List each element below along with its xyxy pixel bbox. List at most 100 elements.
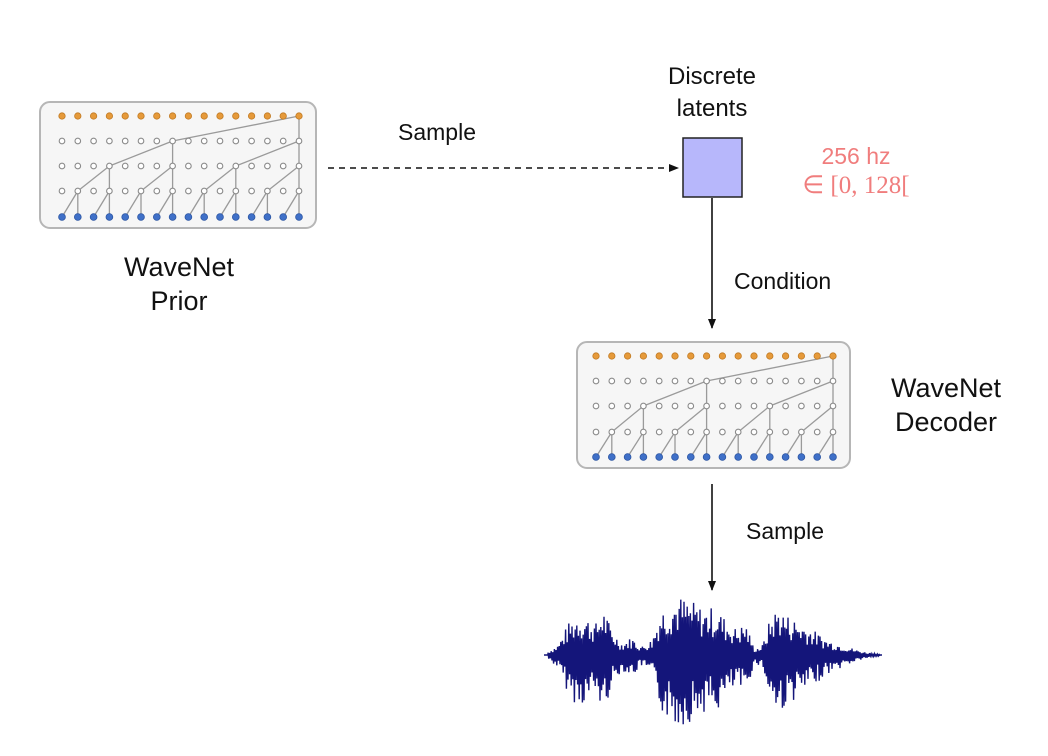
hidden-node — [766, 377, 774, 385]
hidden-node — [264, 162, 271, 170]
hidden-node — [798, 377, 805, 385]
output-node — [813, 352, 821, 360]
output-node — [718, 352, 727, 360]
network-connection — [753, 431, 771, 458]
hidden-node — [608, 377, 616, 385]
input-node — [702, 453, 711, 461]
output-node — [90, 112, 98, 120]
input-node — [295, 213, 303, 221]
hidden-node — [829, 402, 837, 410]
latent-rate-annotation: 256 hz ∈ [0, 128[ — [786, 141, 926, 201]
network-connection — [737, 405, 771, 433]
hidden-node — [734, 402, 742, 410]
hidden-node — [655, 428, 663, 436]
output-node — [702, 352, 711, 360]
output-node — [623, 352, 632, 360]
network-connection — [266, 165, 300, 192]
latent-range: ∈ [0, 128[ — [802, 172, 910, 199]
hidden-node — [74, 137, 82, 145]
input-node — [797, 453, 806, 461]
hidden-node — [813, 377, 821, 385]
latents-label: Discrete latents — [632, 61, 792, 125]
prior-title-line2: Prior — [150, 286, 208, 316]
network-connection — [627, 431, 644, 458]
network-connection — [187, 190, 205, 218]
wavenet-decoder-frame — [576, 341, 851, 469]
output-node — [232, 112, 240, 120]
hidden-node — [750, 377, 758, 385]
hidden-node — [782, 377, 789, 385]
hidden-node — [671, 377, 679, 385]
hidden-node — [295, 187, 303, 195]
hidden-node — [782, 428, 789, 436]
hidden-node — [121, 187, 129, 195]
input-node — [89, 213, 98, 221]
hidden-node — [687, 402, 695, 410]
input-node — [686, 453, 695, 461]
hidden-node — [655, 402, 663, 410]
wavenet-prior-network — [58, 112, 303, 221]
wavenet-decoder-network — [592, 352, 837, 461]
hidden-node — [279, 162, 287, 170]
input-node — [137, 213, 145, 221]
hidden-node — [137, 137, 145, 145]
input-node — [200, 213, 209, 221]
hidden-node — [608, 402, 616, 410]
hidden-node — [121, 137, 129, 145]
hidden-node — [90, 187, 97, 195]
input-node — [623, 453, 632, 461]
output-node — [829, 352, 837, 360]
network-connection — [785, 431, 802, 458]
network-connection — [800, 405, 834, 433]
hidden-node — [782, 402, 789, 410]
network-connection — [611, 405, 644, 433]
output-node — [121, 112, 129, 120]
hidden-node — [200, 137, 208, 145]
hidden-node — [719, 377, 726, 385]
hidden-node — [216, 187, 224, 195]
hidden-node — [106, 162, 113, 170]
output-node — [184, 112, 192, 120]
hidden-node — [264, 137, 271, 145]
network-connection — [721, 431, 739, 458]
input-node — [279, 213, 288, 221]
hidden-node — [295, 137, 303, 145]
edge-label-condition: Condition — [734, 268, 832, 294]
input-node — [829, 453, 837, 461]
latent-rate: 256 hz — [821, 143, 891, 169]
network-connection — [769, 380, 834, 407]
network-connection — [282, 190, 300, 218]
hidden-node — [624, 402, 631, 410]
hidden-node — [74, 187, 82, 195]
hidden-node — [703, 402, 710, 410]
network-connection — [658, 431, 676, 458]
edge-label-sample-2: Sample — [746, 518, 824, 544]
input-node — [121, 213, 129, 221]
prior-title: WaveNet Prior — [99, 250, 259, 318]
latents-label-line2: latents — [676, 95, 748, 122]
output-node — [655, 352, 663, 360]
hidden-node — [703, 428, 710, 436]
input-node — [105, 213, 114, 221]
input-node — [671, 453, 679, 461]
hidden-node — [798, 428, 805, 436]
output-node — [671, 352, 679, 360]
input-node — [718, 453, 727, 461]
hidden-node — [169, 162, 176, 170]
output-node — [105, 112, 114, 120]
wavenet-prior-block — [39, 101, 317, 229]
output-node — [263, 112, 271, 120]
prior-title-line1: WaveNet — [123, 252, 235, 282]
hidden-node — [671, 428, 679, 436]
network-connection — [706, 355, 834, 382]
network-connection — [816, 431, 834, 458]
output-node — [216, 112, 224, 120]
hidden-node — [153, 162, 161, 170]
network-connection — [219, 190, 237, 218]
hidden-node — [232, 137, 240, 145]
hidden-node — [798, 402, 805, 410]
hidden-node — [200, 162, 208, 170]
network-connection — [172, 115, 300, 142]
network-connection — [690, 431, 708, 458]
